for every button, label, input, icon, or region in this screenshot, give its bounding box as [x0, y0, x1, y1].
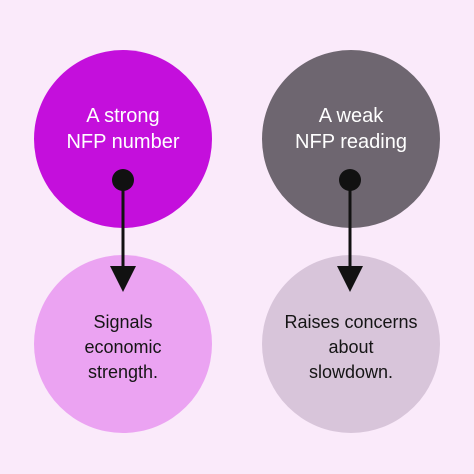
economic-strength-circle: Signals economic strength. — [34, 255, 212, 433]
weak-nfp-circle: A weak NFP reading — [262, 50, 440, 228]
weak-nfp-label: A weak NFP reading — [295, 105, 407, 153]
economic-strength-label: Signals economic strength. — [84, 311, 162, 382]
strong-nfp-circle: A strong NFP number — [34, 50, 212, 228]
slowdown-concerns-circle: Raises concerns about slowdown. — [262, 255, 440, 433]
slowdown-concerns-label: Raises concerns about slowdown. — [284, 311, 418, 382]
strong-nfp-label: A strong NFP number — [66, 105, 180, 153]
